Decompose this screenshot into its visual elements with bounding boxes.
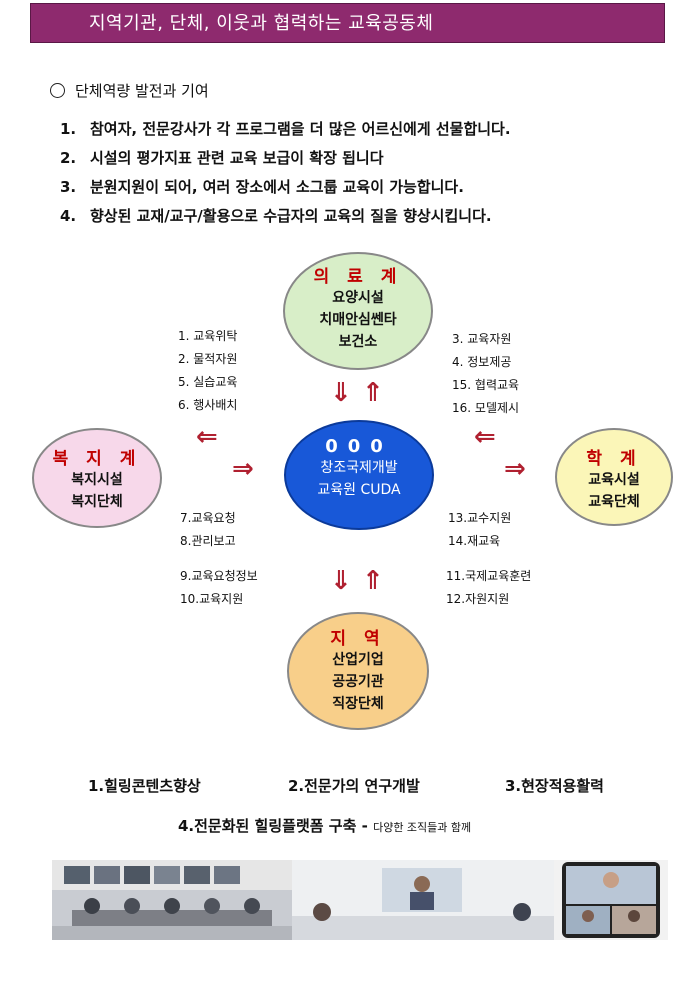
flow-item: 5. 실습교육 — [178, 375, 238, 389]
node-academic-title: 학 계 — [586, 449, 642, 469]
flow-item: 11.국제교육훈련 — [446, 569, 532, 583]
node-region: 지 역 산업기업 공공기관 직장단체 — [287, 612, 429, 730]
flow-item: 8.관리보고 — [180, 534, 236, 548]
tablet-video-call-photo — [554, 860, 668, 940]
summary-item-4-note: 다양한 조직들과 함께 — [373, 821, 472, 834]
arrow-down-icon: ⇓ — [330, 566, 352, 596]
node-medical: 의 료 계 요양시설 치매안심쎈타 보건소 — [283, 252, 433, 370]
flow-item: 14.재교육 — [448, 534, 501, 548]
flow-list-upper-left: 1. 교육위탁 2. 물적자원 5. 실습교육 6. 행사배치 — [178, 325, 237, 417]
list-item-text: 참여자, 전문강사가 각 프로그램을 더 많은 어르신에게 선물합니다. — [90, 120, 511, 138]
node-welfare-line: 복지단체 — [71, 494, 123, 510]
arrow-right-icon: ⇒ — [232, 454, 254, 484]
page-title: 지역기관, 단체, 이웃과 협력하는 교육공동체 — [89, 13, 434, 34]
list-item-number: 2. — [60, 149, 77, 167]
list-item-text: 분원지원이 되어, 여러 장소에서 소그룹 교육이 가능합니다. — [90, 178, 464, 196]
flow-list-mid-left: 7.교육요청 8.관리보고 — [180, 507, 236, 553]
flow-list-mid-right: 13.교수지원 14.재교육 — [448, 507, 511, 553]
summary-item-2: 2.전문가의 연구개발 — [288, 777, 420, 795]
flow-item: 3. 교육자원 — [452, 332, 512, 346]
node-center-line: 창조국제개발 — [320, 460, 398, 476]
flow-list-lower-right: 11.국제교육훈련 12.자원지원 — [446, 565, 531, 611]
node-region-title: 지 역 — [330, 629, 386, 649]
list-item: 3. 분원지원이 되어, 여러 장소에서 소그룹 교육이 가능합니다. — [60, 173, 511, 202]
video-meeting-photo — [292, 860, 554, 940]
node-medical-title: 의 료 계 — [313, 267, 403, 287]
tablet-video-call-illustration — [554, 860, 668, 940]
list-item-text: 향상된 교재/교구/활용으로 수급자의 교육의 질을 향상시킵니다. — [90, 207, 492, 225]
flow-item: 9.교육요청정보 — [180, 569, 258, 583]
contribution-list: 1. 참여자, 전문강사가 각 프로그램을 더 많은 어르신에게 선물합니다. 2… — [60, 115, 511, 231]
flow-item: 4. 정보제공 — [452, 355, 512, 369]
node-medical-line: 요양시설 — [332, 290, 384, 306]
arrow-left-icon: ⇐ — [196, 422, 218, 452]
list-item-number: 1. — [60, 120, 77, 138]
conference-room-illustration — [52, 860, 292, 940]
flow-list-upper-right: 3. 교육자원 4. 정보제공 15. 협력교육 16. 모델제시 — [452, 328, 519, 420]
arrow-up-icon: ⇑ — [362, 566, 384, 596]
flow-item: 13.교수지원 — [448, 511, 512, 525]
flow-item: 7.교육요청 — [180, 511, 236, 525]
node-medical-line: 치매안심쎈타 — [319, 312, 397, 328]
section-heading: 단체역량 발전과 기여 — [50, 80, 209, 101]
video-meeting-illustration — [292, 860, 554, 940]
list-item-number: 4. — [60, 207, 77, 225]
arrow-up-icon: ⇑ — [362, 378, 384, 408]
flow-list-lower-left: 9.교육요청정보 10.교육지원 — [180, 565, 258, 611]
flow-item: 10.교육지원 — [180, 592, 244, 606]
node-academic: 학 계 교육시설 교육단체 — [555, 428, 673, 526]
node-welfare: 복 지 계 복지시설 복지단체 — [32, 428, 162, 528]
summary-item-3: 3.현장적용활력 — [505, 777, 604, 795]
node-center-title: 000 — [325, 436, 393, 457]
section-heading-text: 단체역량 발전과 기여 — [75, 82, 209, 100]
flow-item: 2. 물적자원 — [178, 352, 238, 366]
list-item: 4. 향상된 교재/교구/활용으로 수급자의 교육의 질을 향상시킵니다. — [60, 202, 511, 231]
conference-room-photo — [52, 860, 292, 940]
circle-bullet-icon — [50, 83, 65, 98]
list-item-number: 3. — [60, 178, 77, 196]
node-academic-line: 교육단체 — [588, 494, 640, 510]
node-region-line: 직장단체 — [332, 696, 384, 712]
photo-strip — [52, 860, 668, 940]
list-item-text: 시설의 평가지표 관련 교육 보급이 확장 됩니다 — [90, 149, 384, 167]
node-academic-line: 교육시설 — [588, 472, 640, 488]
arrow-left-icon: ⇐ — [474, 422, 496, 452]
node-center-line: 교육원 CUDA — [317, 482, 401, 498]
flow-item: 16. 모델제시 — [452, 401, 520, 415]
node-region-line: 산업기업 — [332, 652, 384, 668]
node-welfare-line: 복지시설 — [71, 472, 123, 488]
summary-item-4: 4.전문화된 힐링플랫폼 구축 - 다양한 조직들과 함께 — [178, 815, 471, 836]
page-title-bar: 지역기관, 단체, 이웃과 협력하는 교육공동체 — [30, 3, 665, 43]
node-medical-line: 보건소 — [338, 334, 378, 350]
list-item: 2. 시설의 평가지표 관련 교육 보급이 확장 됩니다 — [60, 144, 511, 173]
flow-item: 12.자원지원 — [446, 592, 510, 606]
summary-item-1: 1.힐링콘텐츠향상 — [88, 777, 201, 795]
arrow-down-icon: ⇓ — [330, 378, 352, 408]
node-welfare-title: 복 지 계 — [52, 449, 142, 469]
list-item: 1. 참여자, 전문강사가 각 프로그램을 더 많은 어르신에게 선물합니다. — [60, 115, 511, 144]
flow-item: 6. 행사배치 — [178, 398, 238, 412]
node-center: 000 창조국제개발 교육원 CUDA — [284, 420, 434, 530]
flow-item: 1. 교육위탁 — [178, 329, 238, 343]
arrow-right-icon: ⇒ — [504, 454, 526, 484]
summary-item-4-text: 4.전문화된 힐링플랫폼 구축 - — [178, 817, 368, 835]
flow-item: 15. 협력교육 — [452, 378, 520, 392]
node-region-line: 공공기관 — [332, 674, 384, 690]
